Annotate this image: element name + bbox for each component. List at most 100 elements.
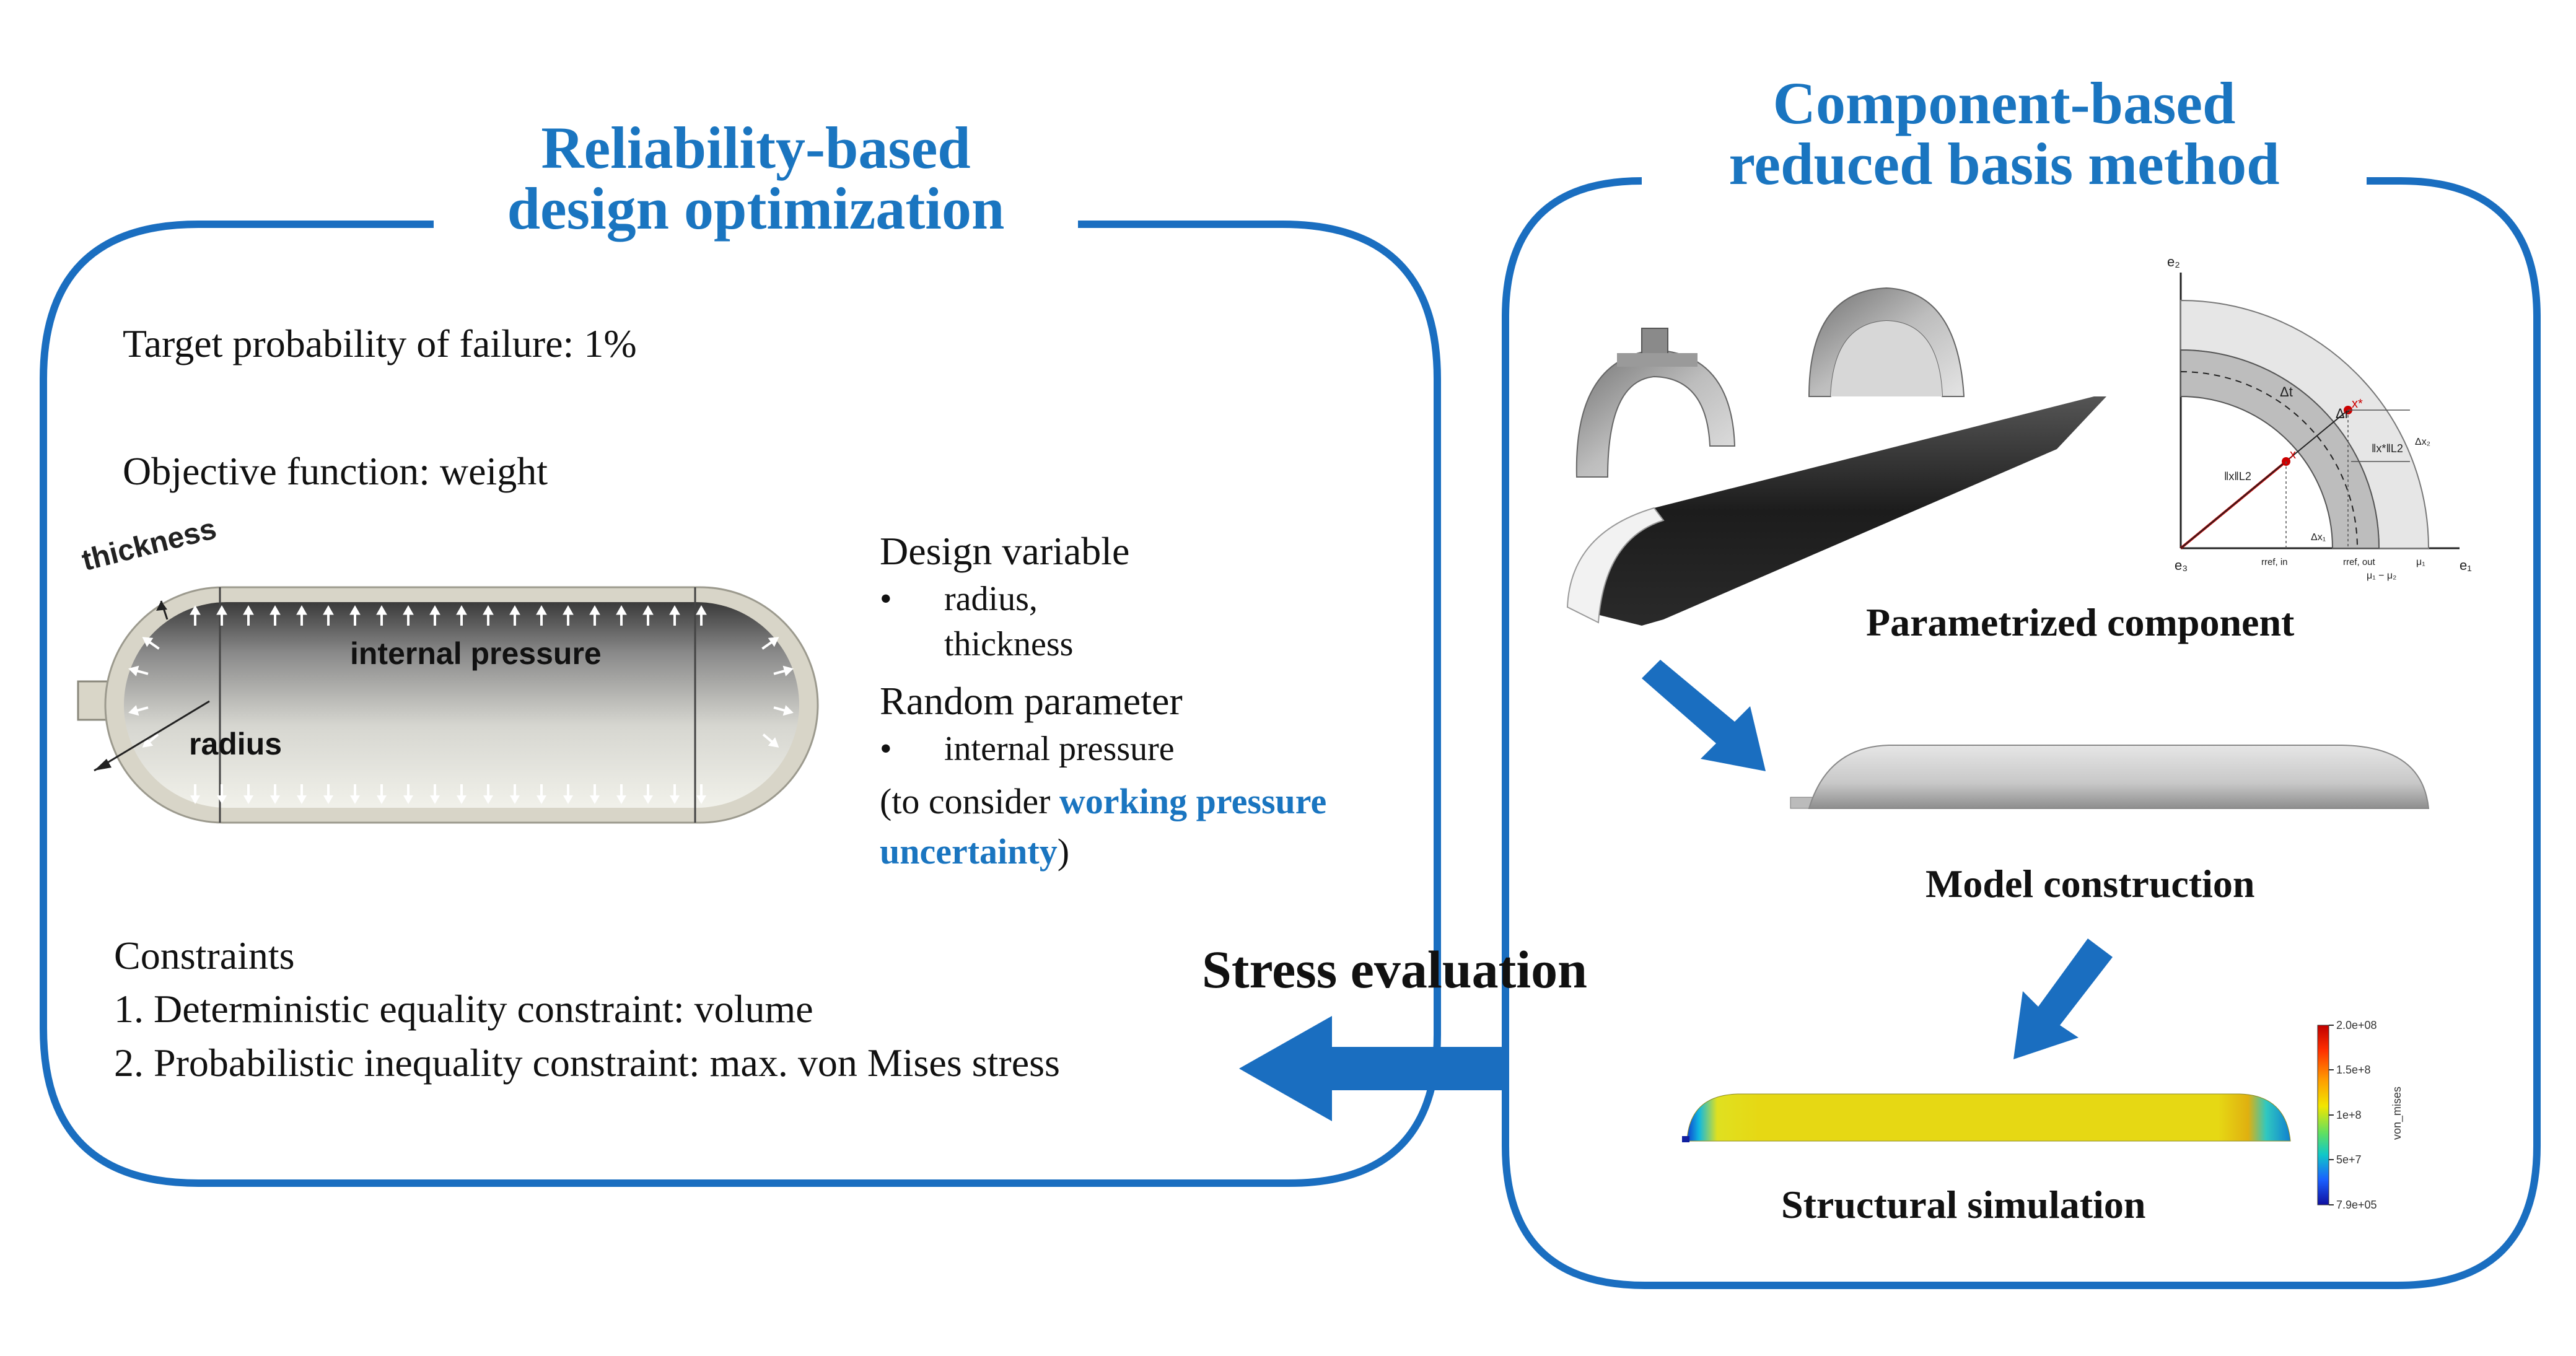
flow-arrow-2 — [2013, 938, 2113, 1059]
pressure-vessel-diagram — [77, 586, 819, 824]
left-panel-border — [40, 221, 1441, 1187]
nozzle-cap-component — [1575, 328, 1736, 478]
pressure-arrow-end-right — [773, 665, 794, 676]
label-delta-x2: Δx₂ — [2415, 437, 2430, 447]
pressure-arrow-down — [270, 784, 280, 804]
radial-line-xstar — [2180, 409, 2349, 549]
pressure-arrows-bottom — [190, 784, 706, 804]
colorbar-tick-4: 5e+7 — [2336, 1153, 2362, 1166]
pressure-arrow-down — [217, 784, 227, 804]
pressure-arrow-up — [429, 605, 440, 626]
inner-ring — [2180, 349, 2380, 549]
constraints-heading: Constraints — [114, 934, 295, 978]
thickness-arrowhead — [156, 601, 167, 611]
pressure-arrow-down — [457, 784, 467, 804]
colorbar-field-label: von_mises — [2391, 1087, 2404, 1140]
radius-label: radius — [189, 727, 283, 761]
label-r-ref-in: rref, in — [2261, 557, 2288, 567]
right-panel-title: Component-based reduced basis method — [1642, 73, 2367, 195]
label-delta-x1: Δx₁ — [2311, 532, 2326, 543]
pressure-arrow-down — [297, 784, 307, 804]
colorbar-gradient — [2317, 1025, 2329, 1205]
label-delta-t: Δt — [2280, 384, 2293, 400]
flow-arrow-1 — [1642, 660, 1766, 771]
assembled-tank-render — [1790, 745, 2430, 809]
stress-result-render — [1682, 1093, 2291, 1142]
pressure-arrow-up — [349, 605, 361, 626]
pressure-arrow-up — [642, 605, 654, 626]
pressure-arrow-end-left — [128, 665, 149, 676]
random-parameter-note-suffix: ) — [1057, 831, 1070, 872]
random-parameter-note-highlight-2: uncertainty — [880, 831, 1058, 872]
random-parameter-heading: Random parameter — [880, 679, 1183, 723]
left-title-line1: Reliability-based — [541, 115, 971, 181]
pressure-arrow-down — [403, 784, 413, 804]
design-variable-bullet: • — [880, 580, 892, 619]
pressure-arrow-down — [483, 784, 493, 804]
pressure-arrow-down — [190, 784, 200, 804]
pressure-arrow-up — [536, 605, 547, 626]
pressure-arrow-up — [216, 605, 227, 626]
design-variable-block: Design variable • radius, thickness — [880, 525, 1130, 663]
pressure-arrow-up — [403, 605, 414, 626]
pressure-arrow-up — [269, 605, 281, 626]
pressure-arrow-up — [323, 605, 334, 626]
pressure-arrow-up — [563, 605, 574, 626]
pressure-arrow-down — [537, 784, 546, 804]
pressure-arrow-up — [376, 605, 387, 626]
colorbar-tick-1: 2.0e+08 — [2336, 1019, 2377, 1031]
design-variable-item: radius, thickness — [944, 580, 1074, 663]
pressure-arrow-end-right — [773, 705, 794, 716]
stressed-tank-nozzle — [1682, 1136, 1689, 1142]
reference-arc — [2180, 371, 2358, 549]
random-parameter-bullet: • — [880, 730, 892, 769]
pressure-arrow-up — [243, 605, 254, 626]
pressure-arrow-up — [669, 605, 680, 626]
target-probability-text: Target probability of failure: 1% — [123, 322, 637, 365]
pressure-arrow-down — [670, 784, 680, 804]
pressure-arrow-end-right — [762, 733, 779, 748]
parametrized-components-render — [1566, 287, 2106, 626]
label-mu1: μ₁ — [2416, 557, 2425, 567]
tank-body — [1808, 745, 2430, 809]
pressure-arrow-down — [643, 784, 653, 804]
objective-function-text: Objective function: weight — [123, 449, 548, 493]
label-delta-r: Δr — [2336, 406, 2349, 421]
pressure-arrow-end-left — [142, 733, 159, 748]
inner-cavity-shape — [124, 602, 799, 808]
colorbar: 2.0e+08 1.5e+8 1e+8 5e+7 7.9e+05 von_mis… — [2317, 1019, 2404, 1211]
parameter-sketch: e₂ e₁ e₃ Δt Δr Δx₂ Δx₁ ‖x‖L2 ‖x*‖L2 x x*… — [2167, 254, 2472, 581]
pressure-arrow-down — [350, 784, 360, 804]
random-parameter-note-highlight-1: working pressure — [1059, 781, 1327, 822]
nozzle-shape — [77, 680, 110, 721]
label-x-point: x — [2290, 448, 2296, 461]
label-xstar-norm: ‖x*‖L2 — [2372, 442, 2403, 455]
right-title-line2: reduced basis method — [1728, 130, 2280, 197]
step-model-construction: Model construction — [1925, 862, 2255, 906]
pressure-arrow-down — [563, 784, 573, 804]
stress-evaluation-label: Stress evaluation — [1202, 940, 1587, 999]
left-title-line2: design optimization — [507, 175, 1005, 242]
label-e1: e₁ — [2460, 558, 2472, 573]
pressure-arrow-up — [296, 605, 307, 626]
design-variable-heading: Design variable — [880, 529, 1130, 573]
constraint-item-1: 1. Deterministic equality constraint: vo… — [114, 987, 813, 1031]
pressure-arrow-up — [616, 605, 627, 626]
pressure-arrow-up — [190, 605, 201, 626]
step-parametrized-component: Parametrized component — [1866, 600, 2295, 644]
label-x-norm: ‖x‖L2 — [2224, 470, 2251, 483]
stressed-tank-body — [1686, 1093, 2291, 1142]
radius-arrowhead — [94, 759, 112, 771]
random-parameter-note-prefix: (to consider — [880, 781, 1059, 822]
colorbar-tick-5: 7.9e+05 — [2336, 1199, 2377, 1211]
pressure-arrows-ends — [128, 637, 794, 748]
pressure-arrow-up — [456, 605, 467, 626]
pressure-arrows-top — [190, 605, 707, 626]
pressure-arrow-down — [377, 784, 387, 804]
constraint-item-2: 2. Probabilistic inequality constraint: … — [114, 1040, 1060, 1085]
label-e2: e₂ — [2167, 254, 2180, 269]
label-xstar-point: x* — [2352, 397, 2363, 411]
pressure-arrow-down — [323, 784, 333, 804]
pressure-arrow-end-right — [761, 637, 779, 650]
stress-evaluation-arrow — [1239, 1016, 1505, 1121]
